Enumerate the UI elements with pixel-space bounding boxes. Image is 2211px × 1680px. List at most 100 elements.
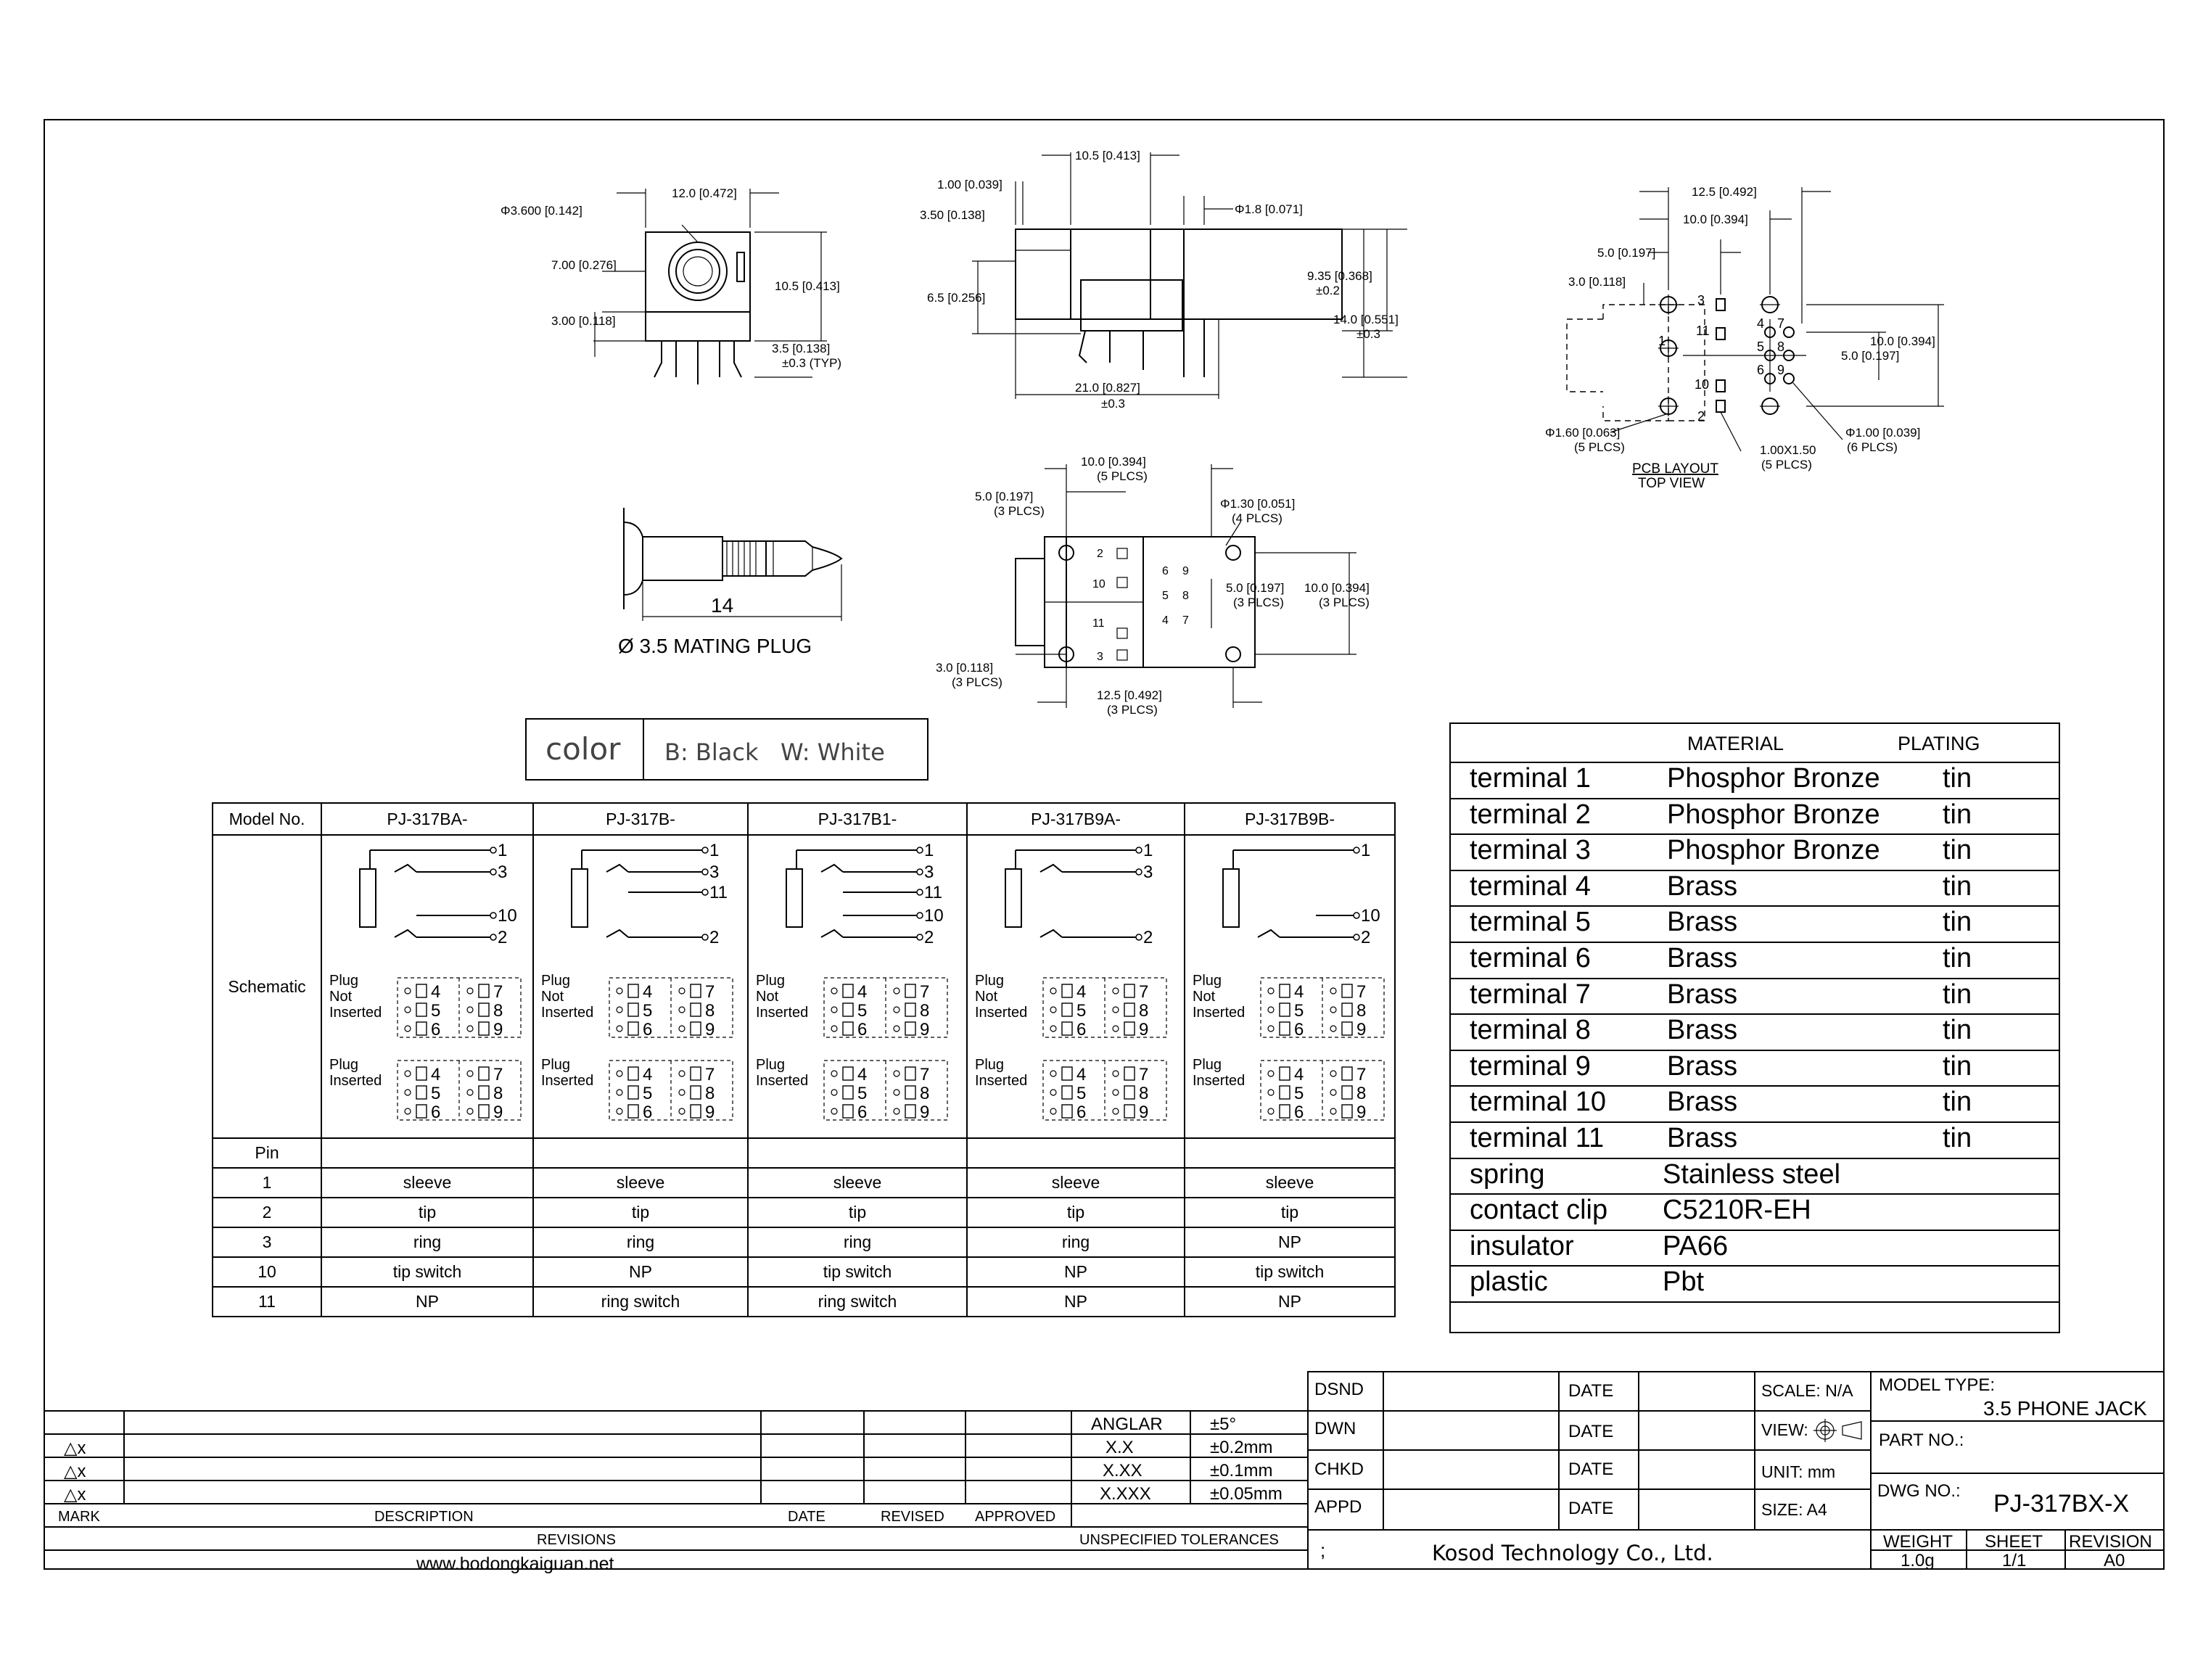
switch-contact bbox=[616, 1070, 623, 1077]
switch-pad bbox=[627, 1104, 639, 1119]
revision-value: A0 bbox=[2104, 1551, 2125, 1570]
switch-contact bbox=[831, 1089, 838, 1096]
pcb-dim-half: 5.0 [0.197] bbox=[1597, 246, 1655, 260]
schematic-pin-number: 10 bbox=[924, 906, 944, 926]
switch-pad bbox=[905, 1002, 916, 1017]
model-name: PJ-317B- bbox=[532, 802, 749, 836]
switch-pad bbox=[627, 1085, 639, 1100]
switch-number: 9 bbox=[1356, 1103, 1366, 1122]
revisions-caption: REVISIONS bbox=[537, 1532, 616, 1548]
bottom-pin-9: 9 bbox=[1182, 565, 1189, 577]
bottom-dim-f: 3.0 [0.118] bbox=[936, 661, 993, 675]
switch-number: 8 bbox=[920, 1084, 929, 1103]
model-type-label: MODEL TYPE: bbox=[1879, 1375, 1996, 1395]
model-name: PJ-317B9B- bbox=[1184, 802, 1396, 836]
switch-pad bbox=[1124, 1002, 1135, 1017]
pcb-dim-width: 12.5 [0.492] bbox=[1692, 185, 1757, 199]
switch-pad bbox=[1124, 1085, 1135, 1100]
switch-pad bbox=[1124, 984, 1135, 998]
bottom-dim-g: 12.5 [0.492] bbox=[1097, 688, 1162, 702]
switch-pad bbox=[1061, 1002, 1073, 1017]
revision-approved-label: APPROVED bbox=[975, 1509, 1056, 1525]
schematic-terminal bbox=[1353, 934, 1360, 941]
front-dim-width: 12.0 [0.472] bbox=[672, 186, 737, 200]
switch-number: 9 bbox=[705, 1103, 715, 1122]
material-name: Brass bbox=[1667, 979, 1738, 1010]
tol-angular-value: ±5° bbox=[1210, 1415, 1237, 1434]
schematic-pin-number: 1 bbox=[709, 841, 719, 860]
switch-pad bbox=[690, 984, 701, 998]
pcb-pin-2: 2 bbox=[1697, 409, 1705, 424]
pcb-pin-8: 8 bbox=[1777, 339, 1784, 354]
pin-function: tip bbox=[966, 1197, 1185, 1228]
switch-number: 5 bbox=[1076, 1084, 1086, 1103]
side-dim-total: 14.0 [0.551] bbox=[1333, 313, 1399, 326]
switch-contact bbox=[1050, 987, 1057, 995]
switch-number: 6 bbox=[857, 1020, 867, 1039]
pin-function: ring switch bbox=[532, 1286, 749, 1317]
sheet-label: SHEET bbox=[1985, 1532, 2043, 1552]
switch-number: 4 bbox=[1294, 982, 1304, 1002]
pcb-dim-slot-count: (5 PLCS) bbox=[1761, 458, 1812, 472]
material-name: Brass bbox=[1667, 1123, 1738, 1153]
switch-pad bbox=[905, 1085, 916, 1100]
material-name: Brass bbox=[1667, 1050, 1738, 1082]
drawing-frame bbox=[44, 119, 2165, 1570]
switch-pad bbox=[478, 1021, 490, 1036]
material-part: insulator bbox=[1470, 1230, 1574, 1261]
schematic-terminal bbox=[701, 934, 709, 941]
switch-pad bbox=[842, 1066, 854, 1081]
pin-function: NP bbox=[1184, 1286, 1396, 1317]
schematic-pin-number: 2 bbox=[498, 928, 507, 947]
pcb-pin-10: 10 bbox=[1695, 377, 1709, 392]
material-part: spring bbox=[1470, 1158, 1545, 1190]
switch-number: 4 bbox=[1294, 1065, 1304, 1084]
switch-contact bbox=[831, 987, 838, 995]
switch-number: 7 bbox=[493, 1065, 503, 1084]
switch-number: 5 bbox=[431, 1084, 440, 1103]
switch-pad bbox=[627, 984, 639, 998]
switch-number: 9 bbox=[705, 1020, 715, 1039]
part-no-label: PART NO.: bbox=[1879, 1430, 1964, 1450]
sign-chkd: CHKD bbox=[1314, 1459, 1364, 1479]
pin-function: ring bbox=[532, 1227, 749, 1258]
tol-xxx-label: X.XXX bbox=[1100, 1484, 1151, 1504]
revision-revised-label: REVISED bbox=[881, 1509, 944, 1525]
view-label: VIEW: bbox=[1761, 1420, 1808, 1439]
pcb-dim-big-hole-count: (5 PLCS) bbox=[1574, 440, 1625, 454]
jack-sleeve bbox=[571, 868, 588, 928]
switch-number: 7 bbox=[1356, 982, 1366, 1002]
jack-sleeve bbox=[1005, 868, 1022, 928]
pin-function: tip bbox=[1184, 1197, 1396, 1228]
side-view: 10.5 [0.413] 1.00 [0.039] 3.50 [0.138] Φ… bbox=[920, 149, 1407, 411]
switch-contact bbox=[1267, 1089, 1275, 1096]
schematic-pin-number: 2 bbox=[924, 928, 934, 947]
bottom-dim-c-count: (4 PLCS) bbox=[1232, 511, 1282, 525]
switch-number: 8 bbox=[1139, 1001, 1148, 1021]
switch-number: 4 bbox=[857, 982, 867, 1002]
revision-label: REVISION bbox=[2069, 1532, 2152, 1552]
pin-number: 1 bbox=[212, 1167, 322, 1198]
side-dim-flange: 1.00 [0.039] bbox=[937, 178, 1002, 192]
switch-pad bbox=[1279, 1021, 1290, 1036]
pcb-holes bbox=[1658, 295, 1806, 416]
switch-contact bbox=[678, 987, 685, 995]
material-name: Phosphor Bronze bbox=[1667, 799, 1880, 830]
ring-spring bbox=[820, 863, 844, 873]
schematic-pin-number: 2 bbox=[1361, 928, 1370, 947]
bottom-pin-11: 11 bbox=[1092, 617, 1105, 630]
switch-contact bbox=[678, 1070, 685, 1077]
